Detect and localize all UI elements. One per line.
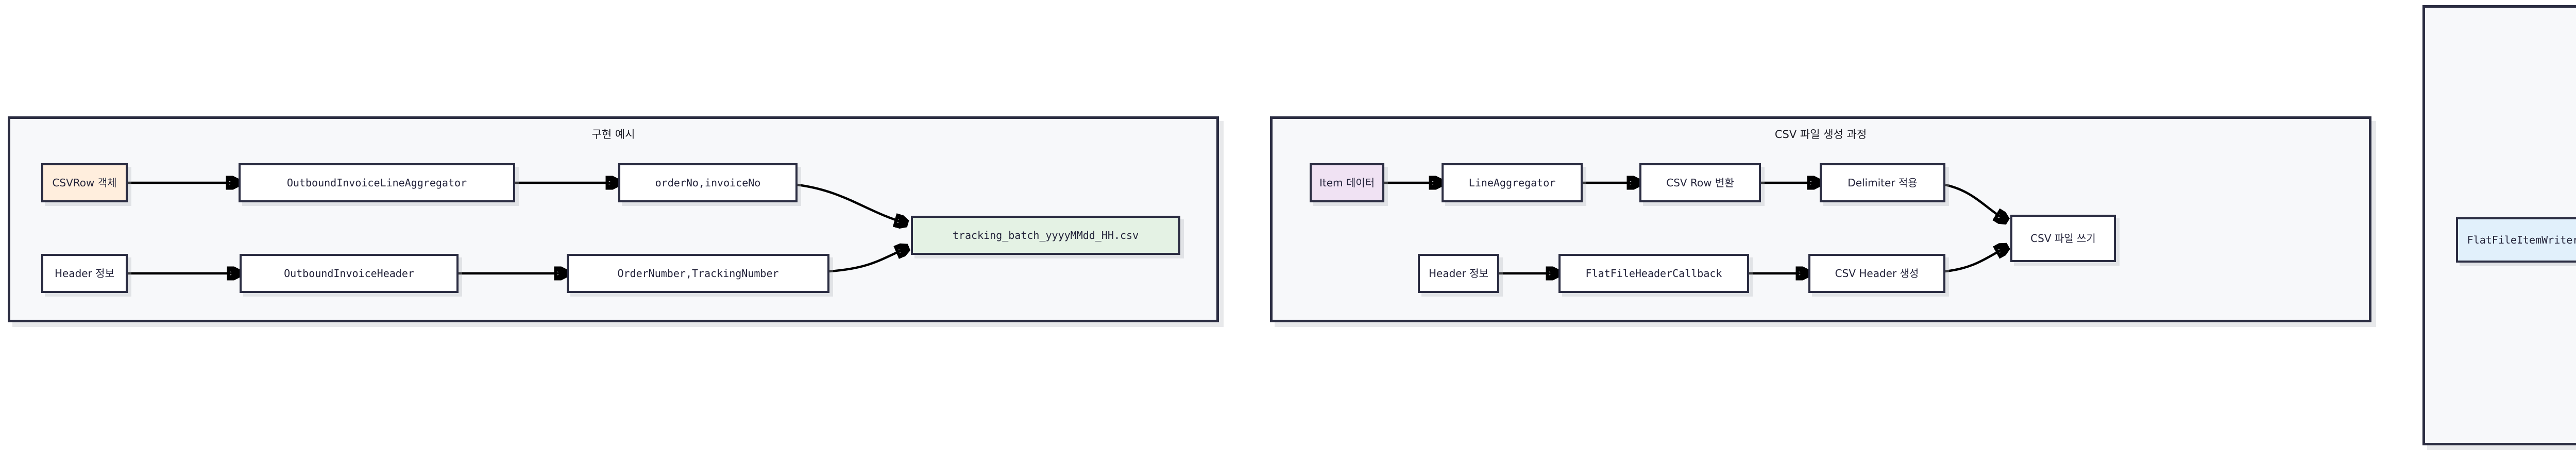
node-flatfileheadercallback[interactable]: FlatFileHeaderCallback — [1558, 254, 1749, 293]
node-outbound-invoice-header[interactable]: OutboundInvoiceHeader — [240, 254, 459, 293]
node-csvrow[interactable]: CSVRow 객체 — [41, 163, 128, 202]
node-csv-file-write[interactable]: CSV 파일 쓰기 — [2010, 215, 2116, 262]
node-flatfileitemwriter[interactable]: FlatFileItemWriter — [2456, 217, 2576, 263]
diagram-title: CSV 파일 생성 과정 — [1774, 128, 1867, 141]
diagram-csv-file-creation: CSV 파일 생성 과정 Item 데이터 LineAggregator CSV… — [1270, 116, 2371, 322]
node-line-aggregator[interactable]: LineAggregator — [1442, 163, 1583, 202]
node-csv-header-create[interactable]: CSV Header 생성 — [1808, 254, 1945, 293]
node-csv-row-conversion[interactable]: CSV Row 변환 — [1639, 163, 1761, 202]
edge-layer — [1384, 119, 2374, 325]
diagram-implementation-example: 구현 예시 CSVRow 객체 OutboundInvoiceLineAggre… — [8, 116, 1219, 322]
diagram-title: 구현 예시 — [591, 128, 635, 141]
node-ordernumber-trackingnumber[interactable]: OrderNumber,TrackingNumber — [567, 254, 829, 293]
diagram-flatfileitemwriter-components: FlatFileItemWriter 구성 요소 FlatFileItemWri… — [2422, 5, 2576, 445]
node-item-data[interactable]: Item 데이터 — [1310, 163, 1384, 202]
node-outbound-invoice-line-aggregator[interactable]: OutboundInvoiceLineAggregator — [239, 163, 515, 202]
node-orderno-invoiceno[interactable]: orderNo,invoiceNo — [618, 163, 798, 202]
node-tracking-batch-csv[interactable]: tracking_batch_yyyyMMdd_HH.csv — [911, 216, 1180, 255]
diagram-title: FlatFileItemWriter 구성 요소 — [2425, 16, 2576, 31]
node-delimiter-apply[interactable]: Delimiter 적용 — [1820, 163, 1945, 202]
node-header-info[interactable]: Header 정보 — [1418, 254, 1499, 293]
node-header-info[interactable]: Header 정보 — [41, 254, 128, 293]
